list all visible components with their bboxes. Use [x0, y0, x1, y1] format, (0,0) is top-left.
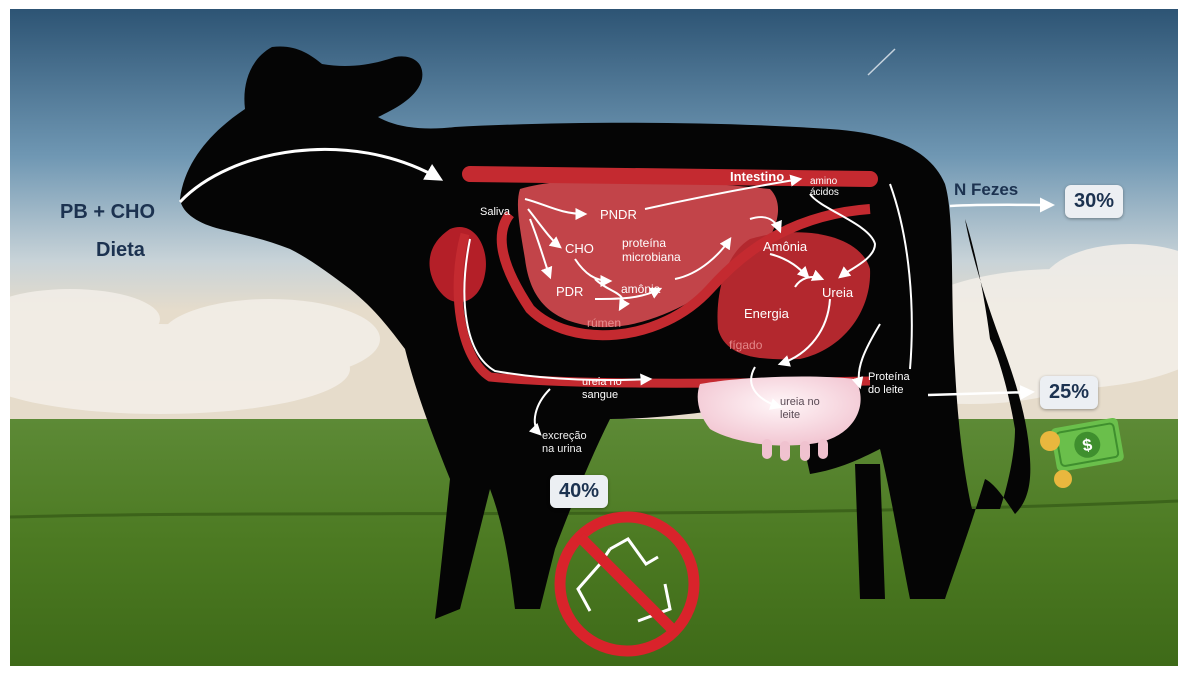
excrecao-urina-line1: excreção: [542, 430, 587, 442]
intestino-label: Intestino: [730, 170, 784, 184]
rumen-label: rúmen: [587, 317, 621, 330]
percent-fezes-badge: 30%: [1065, 185, 1123, 218]
diet-label-line1: PB + CHO: [60, 201, 155, 223]
excrecao-urina-line2: na urina: [542, 443, 582, 455]
ureia-label: Ureia: [822, 286, 853, 300]
saliva-label: Saliva: [480, 206, 510, 218]
cho-label: CHO: [565, 242, 594, 256]
n-fezes-label: N Fezes: [954, 181, 1018, 200]
amino-acidos-line2: ácidos: [810, 187, 839, 198]
percent-urina-badge: 40%: [550, 475, 608, 508]
ureia-leite-line2: leite: [780, 409, 800, 421]
proteina-leite-line1: Proteína: [868, 371, 910, 383]
amonia-label: Amônia: [763, 240, 807, 254]
energia-label: Energia: [744, 307, 789, 321]
amino-acidos-line1: amino: [810, 176, 837, 187]
proteina-microbiana-line2: microbiana: [622, 251, 681, 264]
diagram-canvas: $ PB + CHO Dieta Saliva PNDR CHO PDR pro…: [10, 9, 1178, 666]
grass-field: [10, 419, 1178, 666]
diagram-scene: $: [10, 9, 1178, 666]
diet-label-line2: Dieta: [96, 239, 145, 261]
ureia-leite-line1: ureia no: [780, 396, 820, 408]
percent-leite-badge: 25%: [1040, 376, 1098, 409]
figado-label: fígado: [729, 339, 762, 352]
amonia-rumen-label: amônia: [621, 283, 660, 296]
proteina-leite-line2: do leite: [868, 384, 903, 396]
pdr-label: PDR: [556, 285, 583, 299]
ureia-sangue-line2: sangue: [582, 389, 618, 401]
pndr-label: PNDR: [600, 208, 637, 222]
proteina-microbiana-line1: proteína: [622, 237, 666, 250]
fezes-arrow: [950, 205, 1052, 206]
ureia-sangue-line1: ureia no: [582, 376, 622, 388]
